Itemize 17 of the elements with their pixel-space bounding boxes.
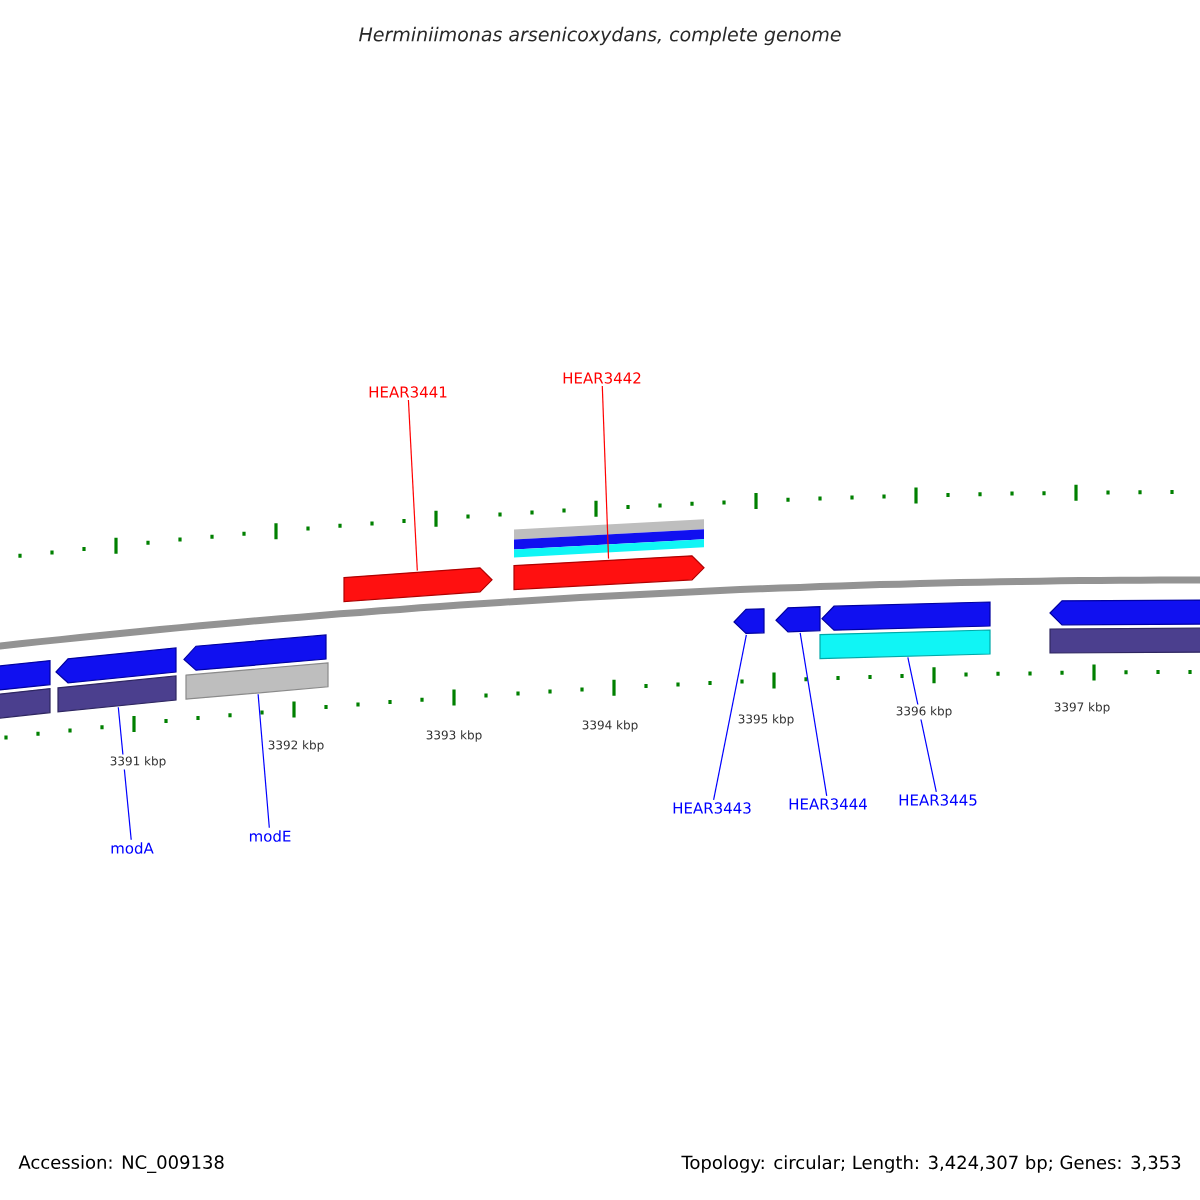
leader-line bbox=[601, 385, 610, 560]
leader-line bbox=[117, 706, 132, 841]
gene-feature bbox=[343, 567, 493, 603]
title: Herminiimonas arsenicoxydans, complete genome bbox=[359, 26, 841, 46]
leader-line bbox=[257, 693, 270, 829]
genome-info-text: Topology: circular; Length: 3,424,307 bp; Genes: 3,353 bbox=[681, 1155, 1181, 1173]
gene-feature bbox=[57, 675, 177, 713]
gene-feature bbox=[775, 606, 821, 633]
gene-feature bbox=[733, 608, 765, 634]
gene-feature bbox=[185, 662, 329, 700]
leader-line bbox=[799, 632, 828, 797]
leader-line bbox=[907, 656, 937, 793]
gene-feature bbox=[819, 629, 991, 660]
leader-line bbox=[407, 399, 418, 572]
gene-feature bbox=[513, 555, 705, 591]
accession-text: Accession: NC_009138 bbox=[18, 1155, 224, 1173]
leader-line bbox=[713, 634, 747, 801]
